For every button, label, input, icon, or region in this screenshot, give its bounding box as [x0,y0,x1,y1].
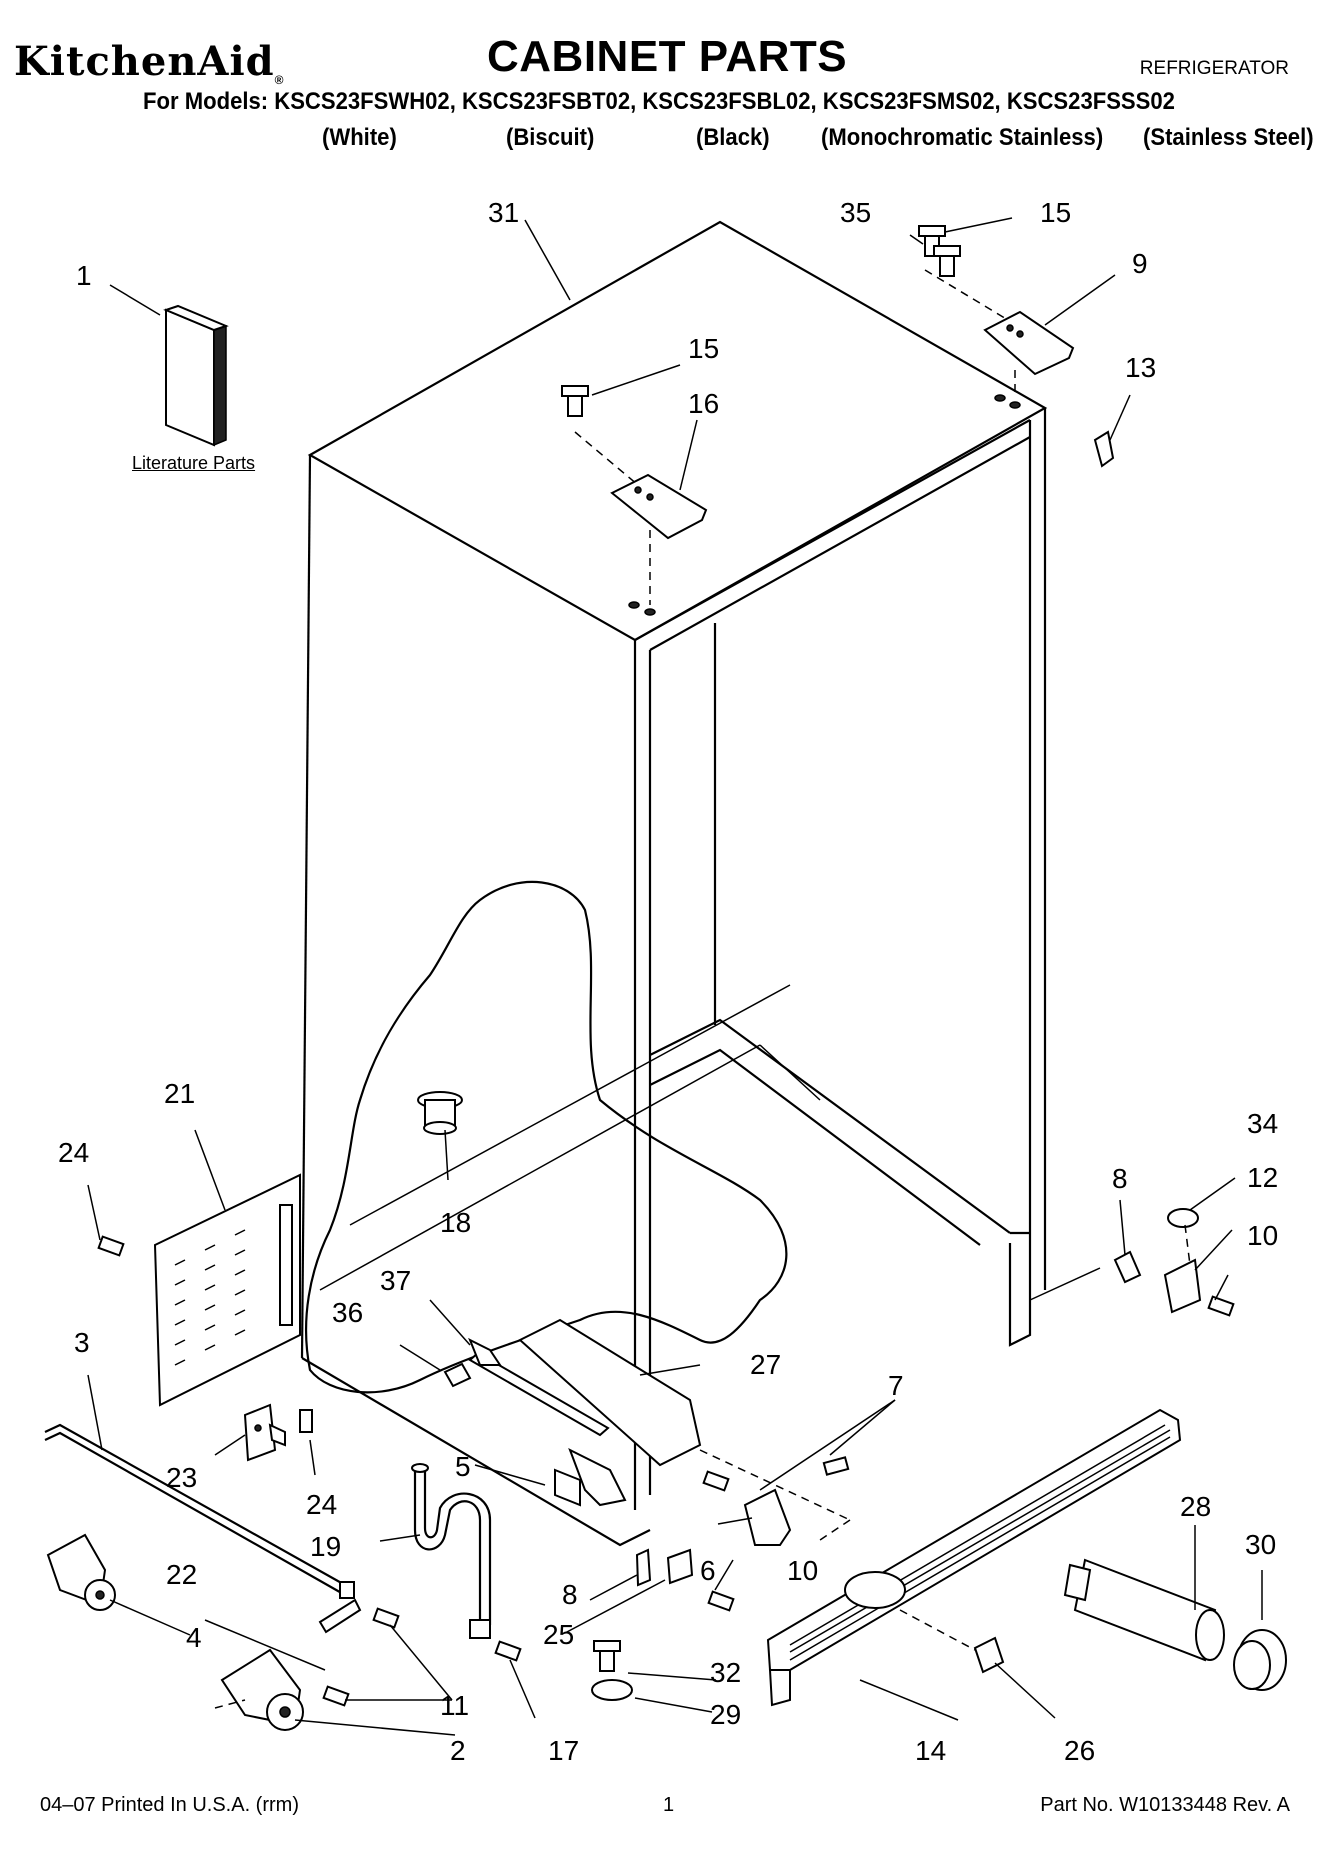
callout-4: 4 [186,1622,202,1653]
rear-roller [46,1533,116,1611]
top-hinge-right [918,225,1115,468]
models-line: For Models: KSCS23FSWH02, KSCS23FSBT02, … [143,88,1175,115]
callout-30: 30 [1245,1529,1276,1560]
page-number: 1 [663,1794,675,1816]
callout-2: 2 [450,1735,466,1766]
callout-15-center: 15 [688,333,719,364]
callout-9: 9 [1132,248,1148,279]
callout-6: 6 [700,1555,716,1586]
leader-lines [87,217,1263,1736]
variant-monochromatic-stainless: (Monochromatic Stainless) [821,124,1104,151]
variant-biscuit: (Biscuit) [506,124,595,151]
callout-1: 1 [76,260,92,291]
liner-cutaway [305,880,821,1394]
front-roller [214,1598,362,1731]
callout-10-right: 10 [1247,1220,1278,1251]
callout-24-left: 24 [58,1137,89,1168]
callout-24-bottom: 24 [306,1489,337,1520]
cabinet-shell [300,220,1048,1547]
variant-stainless-steel: (Stainless Steel) [1143,124,1314,151]
hinge-bracket [243,1403,286,1462]
callout-12: 12 [1247,1162,1278,1193]
callout-36: 36 [332,1297,363,1328]
callout-labels: 1 2 3 4 5 6 7 8 8 9 10 10 11 12 13 14 15… [58,197,1278,1766]
top-hinge-left [561,385,708,616]
callout-7: 7 [888,1370,904,1401]
callout-21: 21 [164,1078,195,1109]
callout-34: 34 [1247,1108,1278,1139]
callout-25: 25 [543,1619,574,1650]
toe-grille [766,1408,1182,1707]
page-title: CABINET PARTS [487,32,848,81]
right-roller-bracket [1029,1208,1202,1314]
callout-35: 35 [840,197,871,228]
callout-14: 14 [915,1735,946,1766]
callout-31: 31 [488,197,519,228]
callout-37: 37 [380,1265,411,1296]
callout-8-center: 8 [562,1579,578,1610]
callout-13: 13 [1125,352,1156,383]
callout-26: 26 [1064,1735,1095,1766]
callout-27: 27 [750,1349,781,1380]
appliance-type: REFRIGERATOR [1139,58,1289,79]
callout-22: 22 [166,1559,197,1590]
callout-5: 5 [455,1451,471,1482]
roller-adjust-bracket [591,1640,633,1701]
part-number: Part No. W10133448 Rev. A [1040,1794,1290,1816]
drain-hose [411,1463,492,1639]
callout-32: 32 [710,1657,741,1688]
callout-8-right: 8 [1112,1163,1128,1194]
callout-15-right: 15 [1040,197,1071,228]
callout-17: 17 [548,1735,579,1766]
callout-10-center: 10 [787,1555,818,1586]
callout-11: 11 [440,1690,469,1721]
literature-parts-booklet [163,304,229,447]
rear-access-cover [153,1173,301,1407]
water-valve-assembly [443,1318,702,1507]
callout-19: 19 [310,1531,341,1562]
brand-logo: KitchenAid® [14,38,285,87]
center-bracket [635,1449,851,1587]
callout-29: 29 [710,1699,741,1730]
callout-3: 3 [74,1327,90,1358]
callout-28: 28 [1180,1491,1211,1522]
print-info: 04–07 Printed In U.S.A. (rrm) [40,1794,299,1816]
literature-parts-label: Literature Parts [132,453,256,473]
leveling-rod [44,1423,355,1599]
callout-16: 16 [688,388,719,419]
variant-black: (Black) [696,124,770,151]
screws [97,1235,1235,1707]
callout-23: 23 [166,1462,197,1493]
variant-white: (White) [322,124,397,151]
filter-cap [1233,1629,1287,1691]
callout-18: 18 [440,1207,471,1238]
drain-fitting [417,1091,463,1135]
water-filter [1063,1558,1225,1662]
